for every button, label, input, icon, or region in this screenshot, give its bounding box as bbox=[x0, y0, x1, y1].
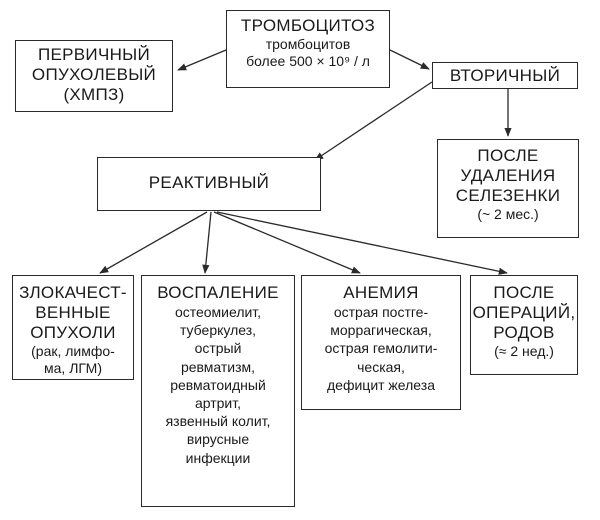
arrow-root-to-primary bbox=[177, 49, 227, 71]
anemia-item: острая постге- bbox=[333, 304, 429, 321]
inflammation-item: артрит, bbox=[194, 394, 242, 411]
inflammation-box: ВОСПАЛЕНИЕ остеомиелит, туберкулез, остр… bbox=[141, 275, 295, 507]
surgery-duration: (≈ 2 нед.) bbox=[494, 343, 554, 360]
malignant-tumors-box: ЗЛОКАЧЕСТ- ВЕННЫЕ ОПУХОЛИ (рак, лимфо- м… bbox=[12, 275, 134, 380]
inflammation-item: туберкулез, bbox=[179, 322, 257, 339]
arrow-root-to-secondary bbox=[389, 49, 430, 70]
secondary-box: ВТОРИЧНЫЙ bbox=[432, 62, 578, 89]
malignant-line3: ОПУХОЛИ bbox=[30, 323, 116, 343]
anemia-item: ческая, bbox=[357, 358, 405, 375]
splenectomy-line3: СЕЛЕЗЕНКИ bbox=[455, 186, 561, 206]
root-count-label: тромбоцитов bbox=[265, 36, 351, 53]
surgery-line2: ОПЕРАЦИЙ, bbox=[472, 303, 576, 323]
inflammation-item: острый bbox=[194, 340, 242, 357]
malignant-line1: ЗЛОКАЧЕСТ- bbox=[19, 283, 127, 302]
arrow-secondary-to-reactive bbox=[314, 81, 433, 161]
inflammation-title: ВОСПАЛЕНИЕ bbox=[157, 283, 279, 302]
primary-line2: ОПУХОЛЕВЫЙ bbox=[31, 65, 157, 85]
root-title: ТРОМБОЦИТОЗ bbox=[240, 16, 376, 35]
inflammation-item: язвенный колит, bbox=[165, 413, 271, 430]
arrow-reactive-to-anemia bbox=[213, 211, 361, 274]
primary-line1: ПЕРВИЧНЫЙ bbox=[37, 45, 151, 64]
after-splenectomy-box: ПОСЛЕ УДАЛЕНИЯ СЕЛЕЗЕНКИ (~ 2 мес.) bbox=[437, 139, 579, 238]
malignant-line5: ма, ЛГМ) bbox=[44, 359, 102, 376]
splenectomy-duration: (~ 2 мес.) bbox=[477, 206, 539, 223]
anemia-title: АНЕМИЯ bbox=[343, 283, 419, 302]
primary-line3: (ХМПЗ) bbox=[63, 85, 125, 105]
surgery-line3: РОДОВ bbox=[493, 323, 555, 343]
inflammation-item: инфекции bbox=[185, 449, 251, 466]
anemia-item: дефицит железа bbox=[327, 376, 435, 393]
anemia-box: АНЕМИЯ острая постге- моррагическая, ост… bbox=[301, 275, 461, 410]
malignant-line4: (рак, лимфо- bbox=[31, 343, 115, 360]
splenectomy-line2: УДАЛЕНИЯ bbox=[460, 166, 556, 186]
reactive-label: РЕАКТИВНЫЙ bbox=[148, 173, 270, 192]
thrombocytosis-root-box: ТРОМБОЦИТОЗ тромбоцитов более 500 × 10⁹ … bbox=[226, 10, 390, 88]
secondary-label: ВТОРИЧНЫЙ bbox=[449, 66, 561, 85]
splenectomy-line1: ПОСЛЕ bbox=[477, 146, 539, 165]
anemia-item: острая гемолити- bbox=[324, 340, 438, 357]
primary-tumor-box: ПЕРВИЧНЫЙ ОПУХОЛЕВЫЙ (ХМПЗ) bbox=[15, 40, 173, 112]
reactive-box: РЕАКТИВНЫЙ bbox=[97, 157, 321, 211]
inflammation-item: остеомиелит, bbox=[174, 304, 262, 321]
inflammation-item: ревматоидный bbox=[170, 376, 266, 393]
arrow-reactive-to-surgery bbox=[216, 211, 508, 275]
after-surgery-box: ПОСЛЕ ОПЕРАЦИЙ, РОДОВ (≈ 2 нед.) bbox=[470, 275, 578, 375]
malignant-line2: ВЕННЫЕ bbox=[35, 303, 111, 323]
anemia-item: моррагическая, bbox=[330, 322, 432, 339]
surgery-line1: ПОСЛЕ bbox=[493, 283, 555, 302]
arrow-reactive-to-inflammation bbox=[202, 211, 212, 274]
arrow-reactive-to-malignant bbox=[99, 211, 208, 274]
inflammation-item: ревматизм, bbox=[180, 358, 256, 375]
root-threshold: более 500 × 10⁹ / л bbox=[246, 52, 370, 69]
inflammation-item: вирусные bbox=[186, 431, 250, 448]
